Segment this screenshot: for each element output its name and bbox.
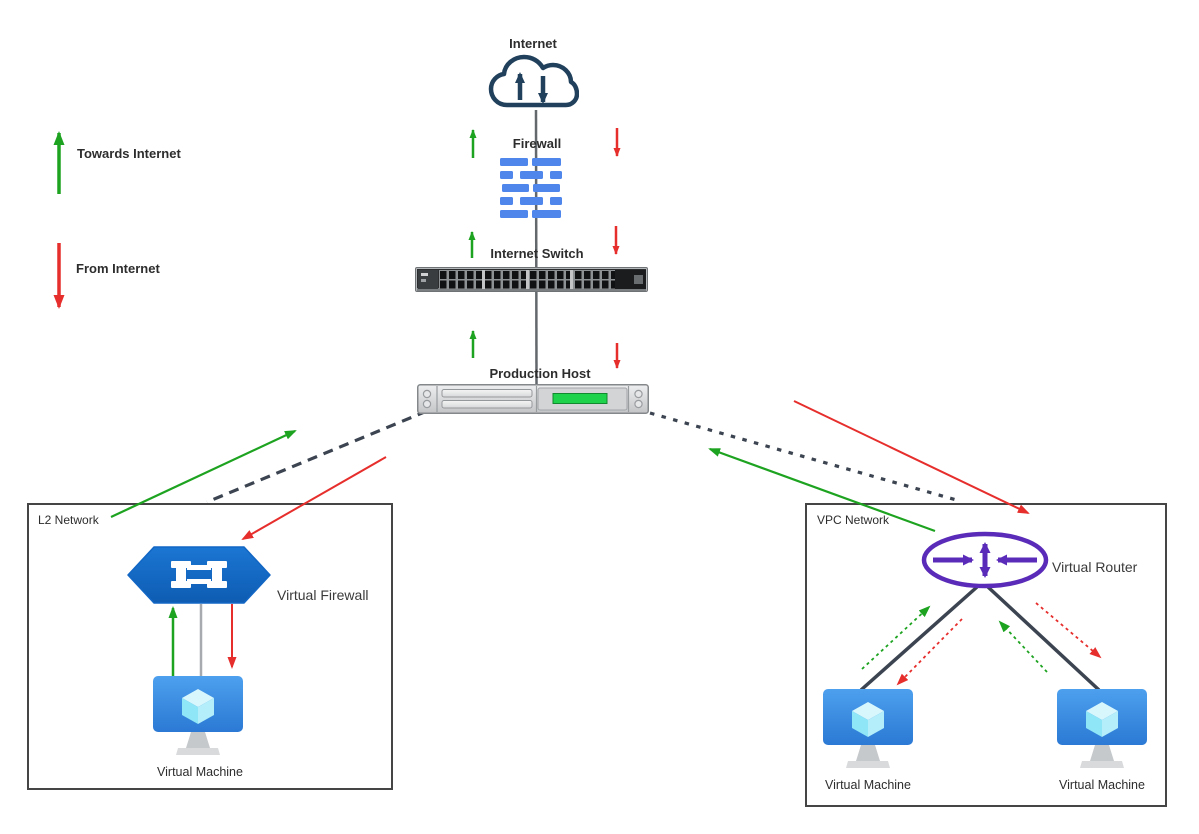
vm-vpc-left-label: Virtual Machine [825, 778, 911, 792]
host-to-vpc-connector [649, 411, 961, 503]
production-host-icon [417, 384, 649, 414]
legend-from-label: From Internet [76, 261, 160, 276]
internet-cloud-icon [488, 54, 579, 108]
internet-switch-label: Internet Switch [490, 246, 584, 261]
internet-label: Internet [509, 36, 557, 51]
legend-towards-label: Towards Internet [77, 146, 181, 161]
vm-vpc-right-label: Virtual Machine [1059, 778, 1145, 792]
firewall-label: Firewall [512, 136, 562, 151]
virtual-machine-icon [823, 689, 913, 768]
virtual-router-label: Virtual Router [1052, 559, 1138, 575]
l2-network-label: L2 Network [38, 513, 99, 527]
firewall-bricks-icon [500, 158, 562, 218]
virtual-firewall-icon [127, 546, 271, 604]
virtual-machine-icon [1057, 689, 1147, 768]
virtual-machine-icon [153, 676, 243, 755]
internet-switch-icon [415, 267, 648, 292]
production-host-label: Production Host [489, 366, 591, 381]
vm-l2-label: Virtual Machine [157, 765, 243, 779]
vpc-network-label: VPC Network [817, 513, 890, 527]
virtual-router-icon [921, 531, 1049, 589]
vpc-from-internet-arrow [793, 400, 1030, 514]
virtual-firewall-label: Virtual Firewall [277, 587, 369, 603]
host-to-l2-connector [206, 409, 428, 504]
